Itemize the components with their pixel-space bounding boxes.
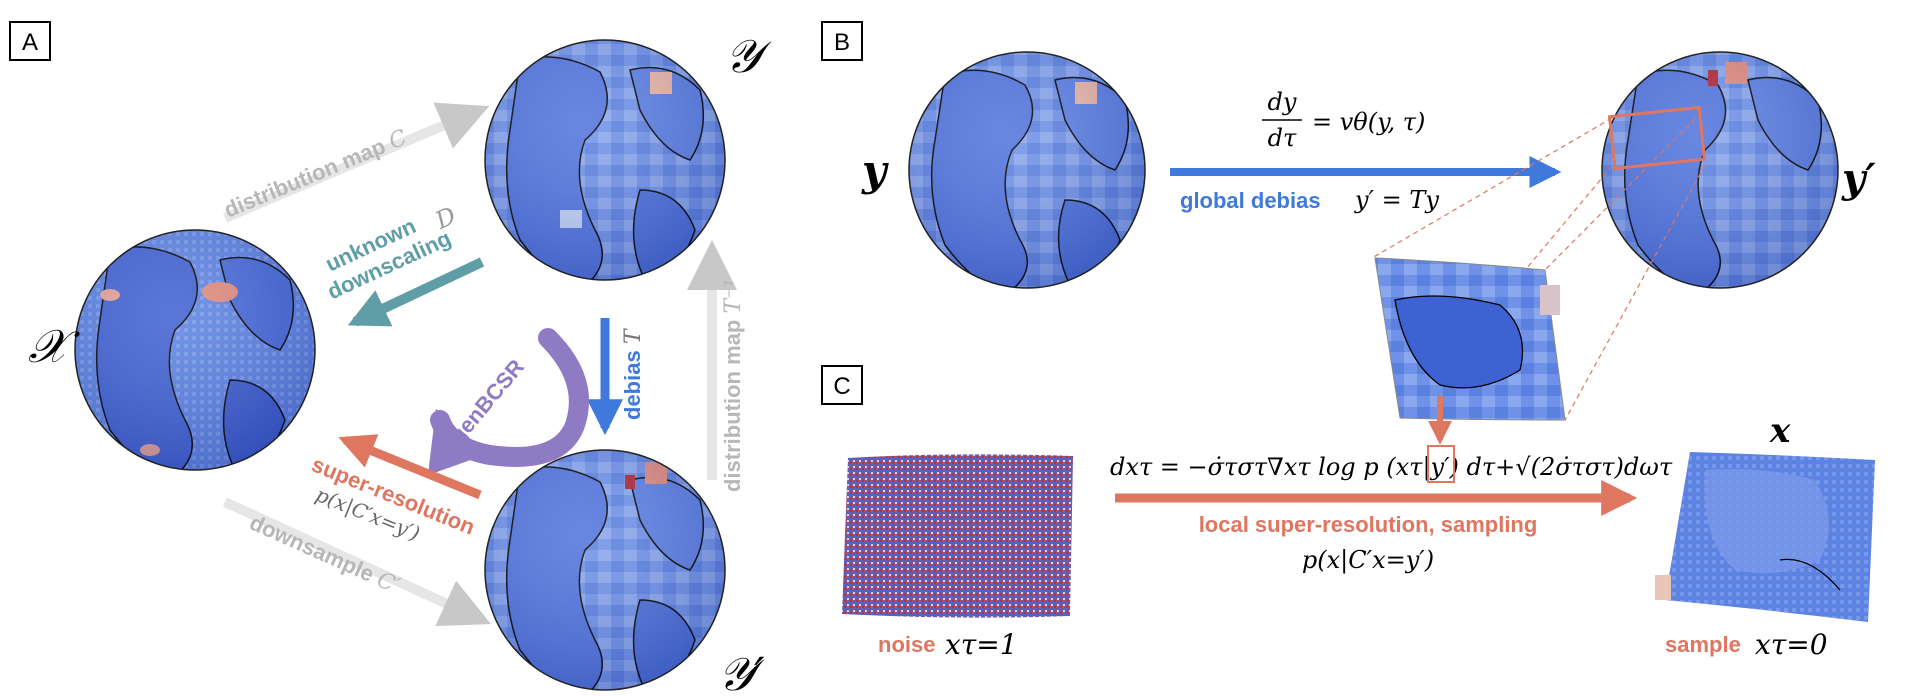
downsample-arrow <box>222 497 492 627</box>
local-super-resolution-label: local super-resolution, sampling <box>1199 512 1538 537</box>
sde-formula: dxτ = −σ̇τστ∇xτ log p (xτ|y′) dτ+√(2σ̇τσ… <box>1110 453 1673 482</box>
y-prime-label: y′ <box>1841 155 1876 202</box>
unknown-downscaling-label: unknown downscaling D <box>322 201 461 304</box>
sample-caption: sample xτ=0 <box>1665 628 1828 661</box>
panel-label-a: A <box>9 21 51 61</box>
ode-formula: dy dτ = vθ(y, τ) <box>1262 88 1425 152</box>
svg-text:sample: sample <box>1665 632 1741 657</box>
svg-text:A: A <box>22 29 38 56</box>
globe-y-prime <box>484 449 726 691</box>
svg-text:genBCSR: genBCSR <box>445 354 529 448</box>
distribution-map-c-arrow <box>223 102 490 223</box>
svg-text:xτ=1: xτ=1 <box>945 628 1018 661</box>
region-box <box>1607 105 1707 171</box>
svg-text:C: C <box>833 373 850 400</box>
sde-y-prime-box <box>1427 445 1455 483</box>
sample-patch <box>1655 452 1875 622</box>
svg-text:dτ: dτ <box>1268 124 1297 152</box>
svg-text:global debias: global debias <box>1180 188 1321 213</box>
globe-b-y-prime <box>1601 51 1839 289</box>
svg-text:distribution map T⁻¹: distribution map T⁻¹ <box>720 278 746 492</box>
debias-label: debias T <box>620 327 646 420</box>
zoomed-coarse-patch <box>1374 257 1566 421</box>
global-debias-label: global debias y′ = Ty <box>1180 186 1439 214</box>
y-label: y <box>861 146 889 195</box>
svg-text:B: B <box>834 29 850 56</box>
local-formula: p(x|C′x=y′) <box>1302 546 1434 575</box>
noise-patch <box>842 454 1073 618</box>
svg-text:noise: noise <box>878 632 935 657</box>
svg-text:debias T: debias T <box>620 327 646 420</box>
x-label: x <box>1769 411 1791 451</box>
distribution-map-c-label: distribution map C <box>220 124 410 223</box>
genbcsr-arrow <box>427 328 589 476</box>
panel-label-b: B <box>821 21 863 61</box>
space-x-label: 𝒳 <box>28 319 80 373</box>
space-y-prime-label: 𝒴′ <box>718 647 765 696</box>
svg-text:distribution map C: distribution map C <box>220 124 410 223</box>
noise-caption: noise xτ=1 <box>878 628 1018 661</box>
globe-y-coarse <box>484 39 726 281</box>
svg-text:= vθ(y, τ): = vθ(y, τ) <box>1312 108 1425 136</box>
globe-x-high-res <box>74 229 316 471</box>
genbcsr-label: genBCSR <box>445 354 529 448</box>
panel-label-c: C <box>821 365 863 405</box>
globe-b-y <box>908 51 1146 289</box>
svg-text:dy: dy <box>1268 88 1297 116</box>
svg-text:y′ = Ty: y′ = Ty <box>1354 186 1439 214</box>
unknown-downscaling-arrow <box>347 257 485 327</box>
space-y-label: 𝒴 <box>725 29 772 83</box>
super-resolution-arrow <box>338 434 482 500</box>
svg-text:xτ=0: xτ=0 <box>1755 628 1828 661</box>
distribution-map-tinv-label: distribution map T⁻¹ <box>720 278 746 492</box>
